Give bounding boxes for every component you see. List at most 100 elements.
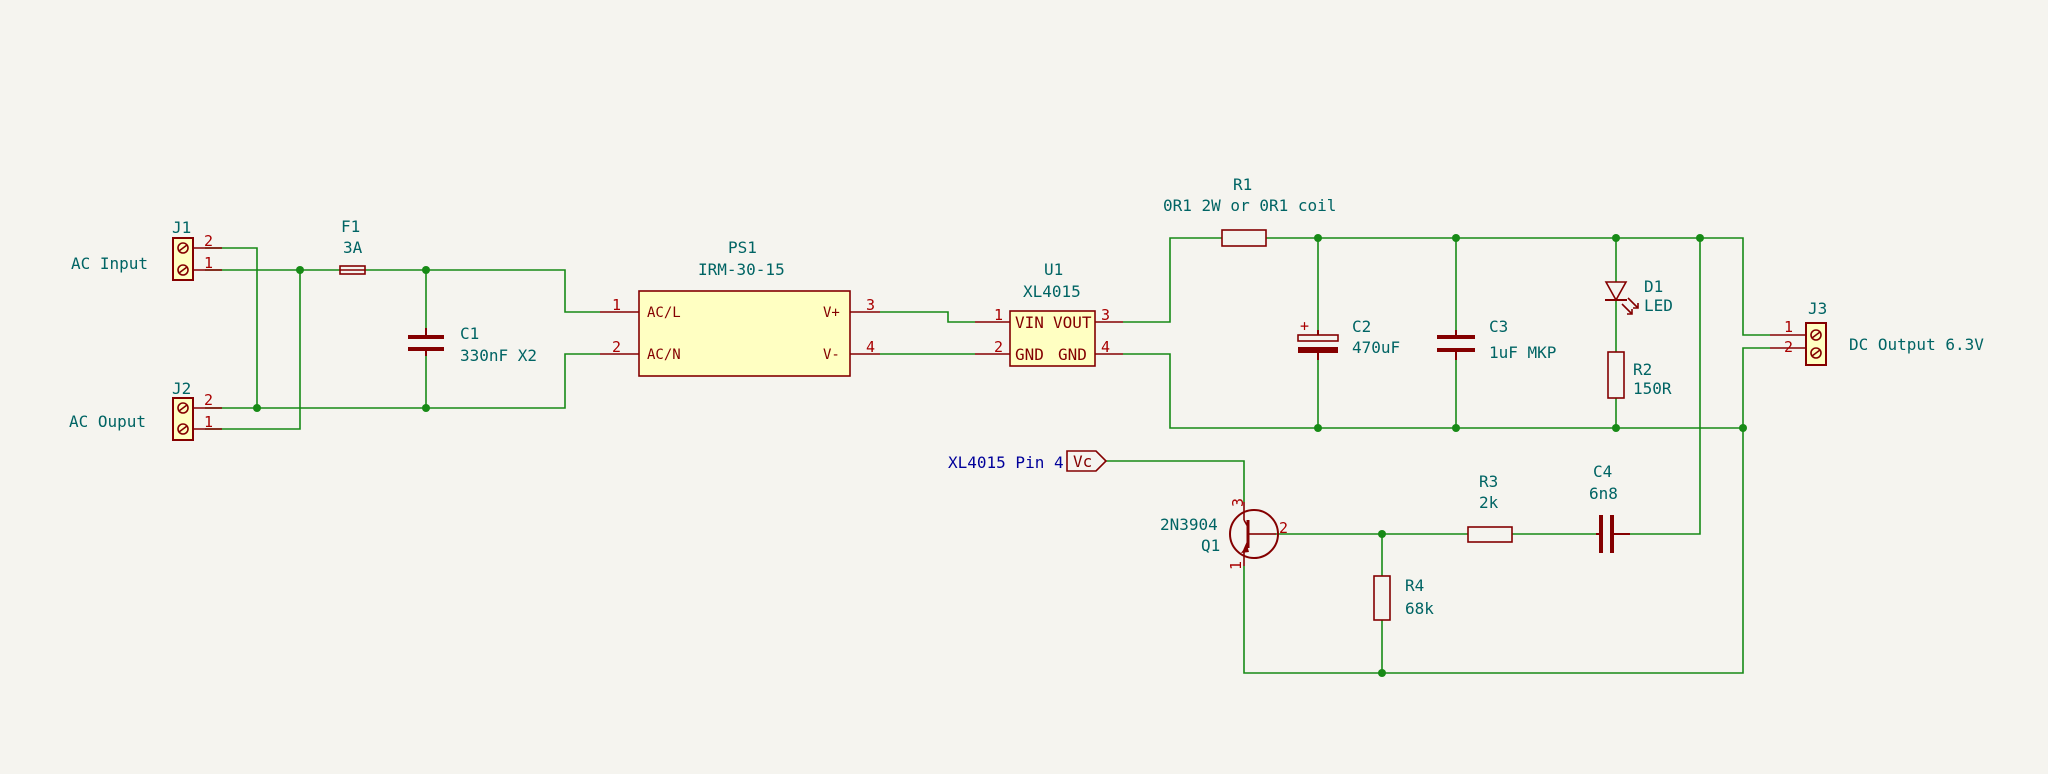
r1-ref: R1: [1233, 175, 1252, 194]
j2-pin-number: 1: [204, 413, 213, 431]
d1-triangle: [1604, 281, 1628, 302]
r2-ref: R2: [1633, 360, 1652, 379]
net-label-dc-output: DC Output 6.3V: [1849, 335, 1984, 354]
junction-dot: [1378, 669, 1386, 677]
ps1-pin-number: 3: [866, 296, 875, 314]
wire-j2-pin1: [205, 270, 301, 430]
wire-u1-vout: [1123, 237, 1222, 323]
r1-value: 0R1 2W or 0R1 coil: [1163, 196, 1336, 215]
junction-dot: [422, 266, 430, 274]
j2-screw-icon: [177, 402, 189, 414]
capacitor-c3[interactable]: C3 1uF MKP: [1437, 317, 1556, 362]
wire-ps1-vplus: [880, 311, 975, 323]
r4-ref: R4: [1405, 576, 1424, 595]
r4-value: 68k: [1405, 599, 1434, 618]
ps1-pin-name: V-: [823, 347, 840, 363]
r3-body: [1467, 526, 1513, 543]
ps1-pin-name: AC/L: [647, 305, 681, 321]
q1-value: 2N3904: [1160, 515, 1218, 534]
junctions: [253, 234, 1747, 677]
j3-screw-icon: [1810, 347, 1822, 359]
j2-pin-number: 2: [204, 391, 213, 409]
junction-dot: [1452, 424, 1460, 432]
c4-value: 6n8: [1589, 484, 1618, 503]
r3-value: 2k: [1479, 493, 1499, 512]
c2-plate-positive: [1297, 334, 1339, 342]
j3-screw-slot: [1811, 331, 1821, 339]
ps1-value: IRM-30-15: [698, 260, 785, 279]
u1-pin-name: VOUT: [1053, 313, 1092, 332]
wire-emitter-gnd: [1243, 428, 1744, 674]
r4-body: [1373, 575, 1391, 621]
connector-j2[interactable]: J2 2 1: [172, 379, 222, 441]
c2-polarity-mark: +: [1300, 317, 1309, 335]
q1-ref: Q1: [1201, 536, 1220, 555]
ps1-pin-name: AC/N: [647, 347, 681, 363]
power-supply-ps1[interactable]: PS1 IRM-30-15 1 2 3 4 AC/L AC/N V+ V-: [600, 238, 880, 377]
ps1-ref: PS1: [728, 238, 757, 257]
r2-value: 150R: [1633, 379, 1672, 398]
d1-arrow-icon: [1627, 309, 1633, 315]
j3-screw-slot: [1811, 349, 1821, 357]
junction-dot: [1739, 424, 1747, 432]
c4-ref: C4: [1593, 462, 1612, 481]
wire-vc-collector: [1106, 460, 1245, 502]
global-label-flag: [1066, 450, 1108, 472]
j3-pin-number: 2: [1784, 338, 1793, 356]
d1-ref: D1: [1644, 277, 1663, 296]
u1-pin-number: 1: [994, 306, 1003, 324]
c3-ref: C3: [1489, 317, 1508, 336]
j3-ref: J3: [1808, 299, 1827, 318]
u1-pin-name: GND: [1058, 345, 1087, 364]
r3-ref: R3: [1479, 472, 1498, 491]
wire-c4-feedback: [1630, 238, 1701, 535]
q1-body: [1229, 509, 1279, 559]
net-label-ac-output: AC Ouput: [69, 412, 146, 431]
c2-plate-negative: [1298, 347, 1338, 353]
u1-pin-number: 4: [1101, 338, 1110, 356]
j1-screw-icon: [177, 264, 189, 276]
r1-body: [1221, 229, 1267, 247]
q1-emitter-arrow-icon: [1241, 545, 1249, 553]
resistor-r2[interactable]: R2 150R: [1607, 351, 1672, 399]
j3-pin-number: 1: [1784, 318, 1793, 336]
c1-ref: C1: [460, 324, 479, 343]
resistor-r1[interactable]: R1 0R1 2W or 0R1 coil: [1163, 175, 1336, 247]
capacitor-c1[interactable]: C1 330nF X2: [408, 324, 537, 365]
d1-light-ray-icon: [1627, 297, 1639, 309]
u1-body: [1009, 310, 1096, 367]
j2-screw-slot: [178, 425, 188, 433]
junction-dot: [1612, 424, 1620, 432]
junction-dot: [1696, 234, 1704, 242]
capacitor-c4[interactable]: C4 6n8: [1589, 462, 1630, 553]
capacitor-c2[interactable]: + C2 470uF: [1297, 317, 1400, 360]
led-d1[interactable]: D1 LED: [1604, 277, 1673, 315]
ps1-body: [638, 290, 851, 377]
regulator-u1[interactable]: U1 XL4015 1 2 3 4 VIN GND VOUT GND: [975, 260, 1123, 367]
fuse-f1[interactable]: F1 3A: [339, 217, 366, 275]
u1-value: XL4015: [1023, 282, 1081, 301]
j1-screw-slot: [178, 244, 188, 252]
j1-pin-number: 2: [204, 232, 213, 250]
j1-body: [172, 237, 194, 281]
j1-screw-slot: [178, 266, 188, 274]
u1-pin-number: 3: [1101, 306, 1110, 324]
f1-value: 3A: [343, 238, 363, 257]
q1-pin-number: 1: [1227, 561, 1245, 570]
global-label-text: Vc: [1073, 452, 1092, 471]
f1-ref: F1: [341, 217, 360, 236]
wire-fuse-acl: [365, 269, 600, 313]
connector-j1[interactable]: J1 2 1: [172, 218, 222, 281]
ps1-pin-number: 1: [612, 296, 621, 314]
connector-j3[interactable]: J3 1 2: [1770, 299, 1827, 366]
c2-ref: C2: [1352, 317, 1371, 336]
resistor-r4[interactable]: R4 68k: [1373, 575, 1434, 621]
resistor-r3[interactable]: R3 2k: [1467, 472, 1513, 543]
global-label-vc[interactable]: XL4015 Pin 4 Vc: [948, 450, 1108, 472]
junction-dot: [1378, 530, 1386, 538]
d1-light-ray-icon: [1621, 303, 1633, 315]
u1-pin-number: 2: [994, 338, 1003, 356]
transistor-q1[interactable]: 3 2 1 2N3904 Q1: [1160, 498, 1288, 570]
u1-pin-name: GND: [1015, 345, 1044, 364]
